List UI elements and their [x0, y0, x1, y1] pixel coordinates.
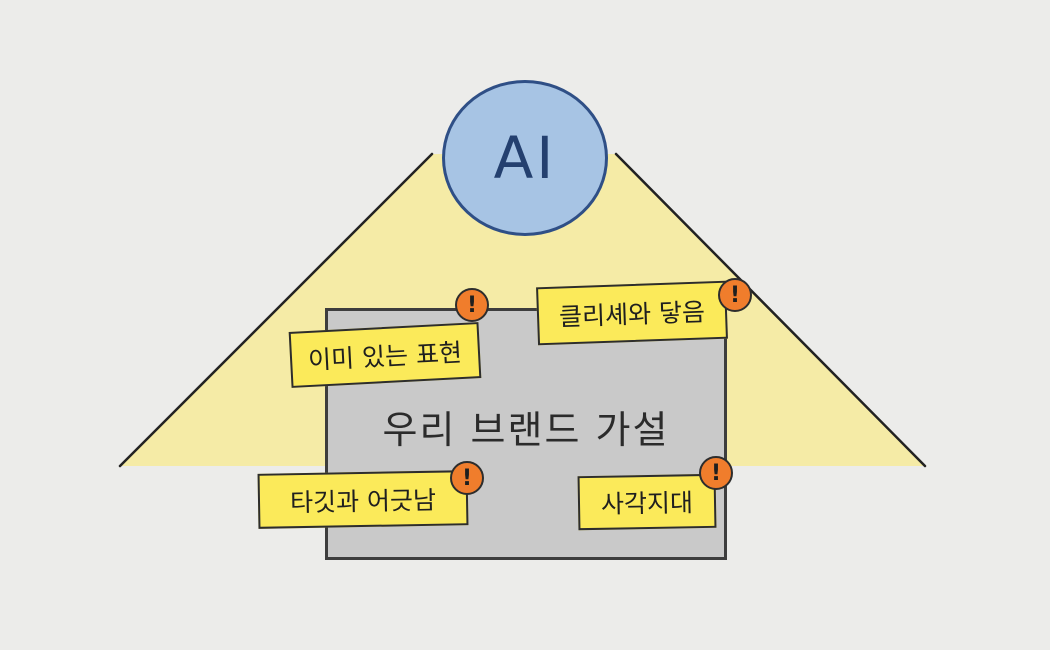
alert-icon: ! [455, 288, 489, 322]
ai-label: AI [493, 124, 557, 192]
alert-icon: ! [450, 461, 484, 495]
alert-icon: ! [699, 456, 733, 490]
brand-hypothesis-title: 우리 브랜드 가설 [382, 408, 670, 452]
issue-tag-target-mismatch: 타깃과 어긋남 [257, 470, 469, 529]
alert-icon: ! [718, 278, 752, 312]
issue-tag-existing-expression: 이미 있는 표현 [288, 322, 482, 388]
issue-tag-blind-spot: 사각지대 [577, 473, 717, 531]
issue-tag-cliche: 클리셰와 닿음 [536, 280, 728, 346]
ai-badge: AI [442, 80, 608, 236]
